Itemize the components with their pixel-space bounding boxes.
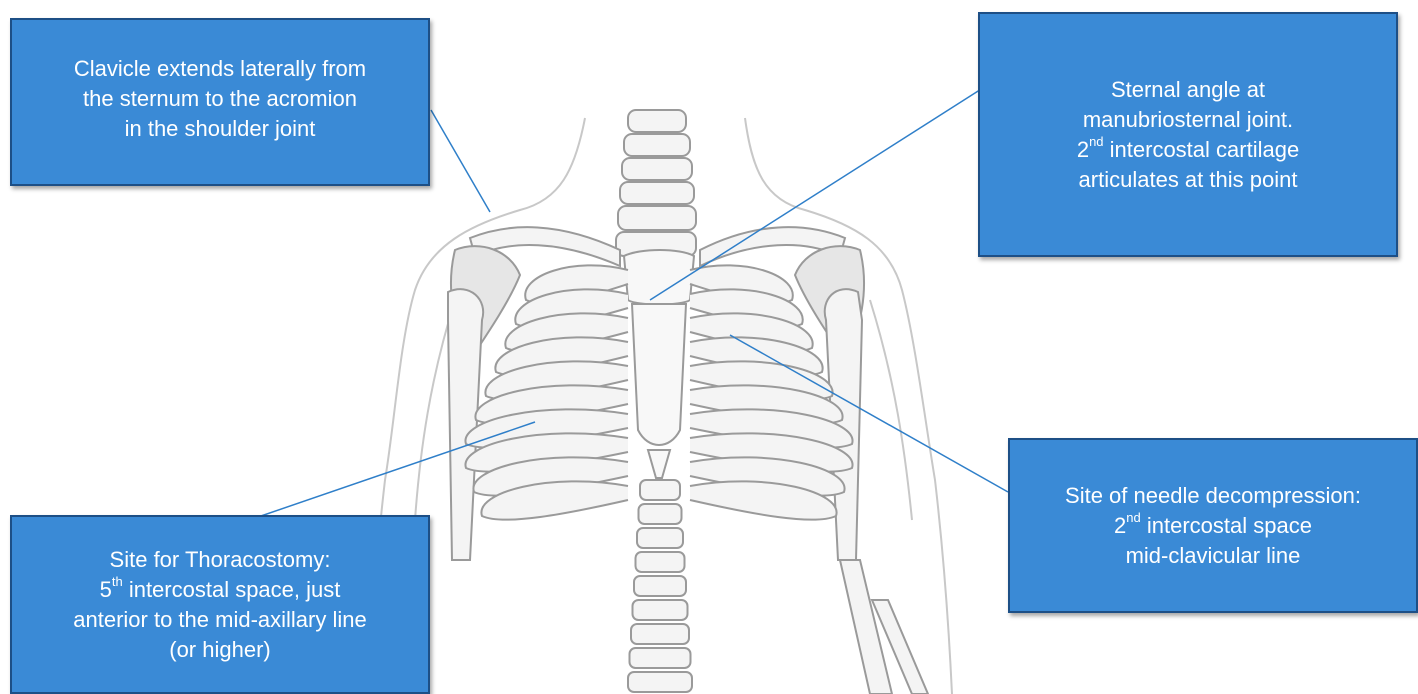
callout-thoracostomy-line-4: (or higher)	[169, 635, 270, 665]
callout-needle-line-1: Site of needle decompression:	[1065, 481, 1361, 511]
vertebra	[639, 504, 682, 524]
callout-thoracostomy-line-1: Site for Thoracostomy:	[110, 545, 331, 575]
callout-sternal-line-2: manubriosternal joint.	[1083, 105, 1293, 135]
vertebra	[640, 480, 680, 500]
callout-sternal-line-1: Sternal angle at	[1111, 75, 1265, 105]
vertebra	[636, 552, 685, 572]
callout-needle-line-3: mid-clavicular line	[1126, 541, 1301, 571]
vertebra	[634, 576, 686, 596]
callout-thoracostomy-line-3: anterior to the mid-axillary line	[73, 605, 366, 635]
line-rest: intercostal space, just	[123, 577, 341, 602]
line-rest: intercostal cartilage	[1104, 137, 1300, 162]
callout-clavicle-line-2: the sternum to the acromion	[83, 84, 357, 114]
leader-line-clavicle	[431, 110, 490, 212]
lower-spine	[628, 480, 692, 692]
callout-clavicle-line-1: Clavicle extends laterally from	[74, 54, 366, 84]
ordinal-suffix: nd	[1089, 134, 1103, 149]
vertebra	[637, 528, 683, 548]
cervical-spine	[616, 110, 696, 256]
callout-sternal-angle: Sternal angle at manubriosternal joint. …	[978, 12, 1398, 257]
callout-needle-line-2: 2nd intercostal space	[1114, 511, 1312, 541]
vertebra	[630, 648, 691, 668]
vertebra	[633, 600, 688, 620]
ordinal-number: 2	[1114, 513, 1126, 538]
vertebra	[628, 672, 692, 692]
vertebra	[631, 624, 689, 644]
ordinal-suffix: nd	[1126, 510, 1140, 525]
callout-thoracostomy: Site for Thoracostomy: 5th intercostal s…	[10, 515, 430, 694]
callout-sternal-line-4: articulates at this point	[1079, 165, 1298, 195]
sternum	[624, 250, 694, 478]
callout-clavicle: Clavicle extends laterally from the ster…	[10, 18, 430, 186]
ordinal-number: 2	[1077, 137, 1089, 162]
callout-sternal-line-3: 2nd intercostal cartilage	[1077, 135, 1299, 165]
callout-clavicle-line-3: in the shoulder joint	[125, 114, 316, 144]
callout-needle-decompression: Site of needle decompression: 2nd interc…	[1008, 438, 1418, 613]
line-rest: intercostal space	[1141, 513, 1312, 538]
callout-thoracostomy-line-2: 5th intercostal space, just	[100, 575, 341, 605]
ordinal-suffix: th	[112, 574, 123, 589]
ordinal-number: 5	[100, 577, 112, 602]
